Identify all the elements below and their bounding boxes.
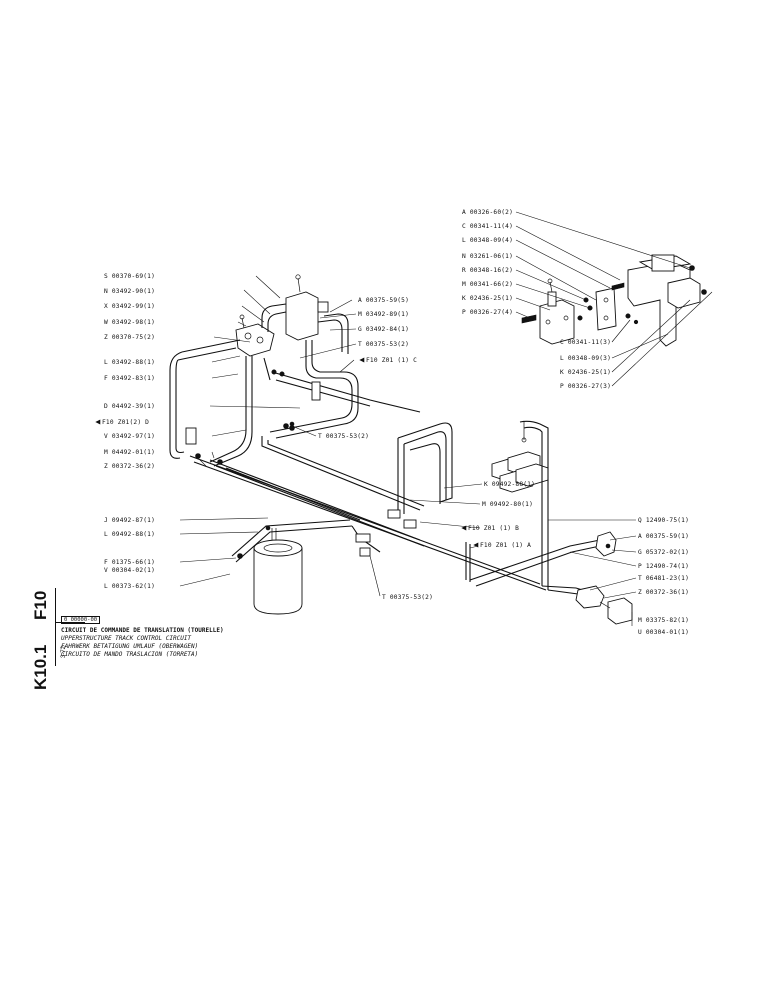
callout-label: F10 Z01 (1) A (480, 542, 531, 549)
title-french: CIRCUIT DE COMMANDE DE TRANSLATION (TOUR… (61, 627, 224, 634)
callout-label: T 00375-53(2) (318, 433, 369, 440)
callout-label: N 03492-90(1) (104, 288, 155, 295)
callout-label: L 09492-88(1) (104, 531, 155, 538)
callout-label: T 00375-53(2) (382, 594, 433, 601)
callout-label: V 00304-02(1) (104, 567, 155, 574)
callout-label: F 03492-83(1) (104, 375, 155, 382)
callout-label: M 09492-80(1) (482, 501, 533, 508)
labels-inset: A 00326-60(2) C 00341-11(4) L 00348-09(4… (462, 209, 611, 390)
callout-label: K 02436-25(1) (560, 369, 611, 376)
title-rule (55, 588, 56, 666)
callout-label: S 00370-69(1) (104, 273, 155, 280)
pipe-network (169, 274, 633, 625)
callout-label: V 03492-97(1) (104, 433, 155, 440)
callout-label: G 03492-84(1) (358, 326, 409, 333)
callout-label: F10 Z01 (1) C (366, 357, 417, 364)
callout-label: T 00375-53(2) (358, 341, 409, 348)
labels-center: A 00375-59(5) M 03492-89(1) G 03492-84(1… (318, 297, 535, 601)
callout-label: R 00348-16(2) (462, 267, 513, 274)
callout-label: Q 12490-75(1) (638, 517, 689, 524)
callout-label: K 02436-25(1) (462, 295, 513, 302)
callout-label: J 09492-87(1) (104, 517, 155, 524)
callout-label: C 00341-11(3) (560, 339, 611, 346)
leader-lines (95, 211, 713, 626)
callout-label: A 00326-60(2) (462, 209, 513, 216)
sheet-code-main: F10 (31, 590, 50, 620)
callout-label: A 00375-59(5) (358, 297, 409, 304)
callout-label: D 04492-39(1) (104, 403, 155, 410)
callout-label: F 01375-66(1) (104, 559, 155, 566)
labels-left: S 00370-69(1) N 03492-90(1) X 03492-99(1… (102, 273, 155, 590)
callout-label: M 03492-89(1) (358, 311, 409, 318)
callout-label: P 12490-74(1) (638, 563, 689, 570)
callout-label: L 03492-88(1) (104, 359, 155, 366)
callout-label: K 09492-88(1) (484, 481, 535, 488)
callout-label: X 03492-99(1) (104, 303, 155, 310)
pedal-bracket-assembly (521, 254, 707, 347)
title-block: F10 K10.1 3-72 0 00000-00 CIRCUIT DE COM… (25, 576, 275, 690)
callout-label: M 04492-01(1) (104, 449, 155, 456)
callout-label: L 00348-09(3) (560, 355, 611, 362)
callout-label: G 05372-02(1) (638, 549, 689, 556)
ref-number: 0 00000-00 (61, 616, 101, 624)
title-spanish: CIRCUITO DE MANDO TRASLACION (TORRETA) (61, 651, 199, 658)
callout-label: A 00375-59(1) (638, 533, 689, 540)
callout-label: Z 00370-75(2) (104, 334, 155, 341)
callout-label: Z 00372-36(2) (104, 463, 155, 470)
callout-label: W 03492-98(1) (104, 319, 155, 326)
callout-label: P 00326-27(3) (560, 383, 611, 390)
sheet-code-sub: K10.1 (31, 644, 50, 690)
callout-label: L 00373-62(1) (104, 583, 155, 590)
title-german: FAHRWERK BETATIGUNG UMLAUF (OBERWAGEN) (61, 643, 199, 650)
callout-label: P 00326-27(4) (462, 309, 513, 316)
callout-label: C 00341-11(4) (462, 223, 513, 230)
callout-label: T 06481-23(1) (638, 575, 689, 582)
callout-label: Z 00372-36(1) (638, 589, 689, 596)
title-english: UPPERSTRUCTURE TRACK CONTROL CIRCUIT (61, 635, 192, 642)
callout-label: L 00348-09(4) (462, 237, 513, 244)
callout-label: U 00304-01(1) (638, 629, 689, 636)
callout-label: N 03261-06(1) (462, 253, 513, 260)
title-rule-h (55, 622, 85, 623)
labels-right: Q 12490-75(1) A 00375-59(1) G 05372-02(1… (638, 517, 689, 636)
callout-label: F10 Z01 (1) B (468, 525, 519, 532)
callout-label: F10 Z01(2) D (102, 419, 149, 426)
callout-label: M 00341-66(2) (462, 281, 513, 288)
callout-label: M 03375-82(1) (638, 617, 689, 624)
